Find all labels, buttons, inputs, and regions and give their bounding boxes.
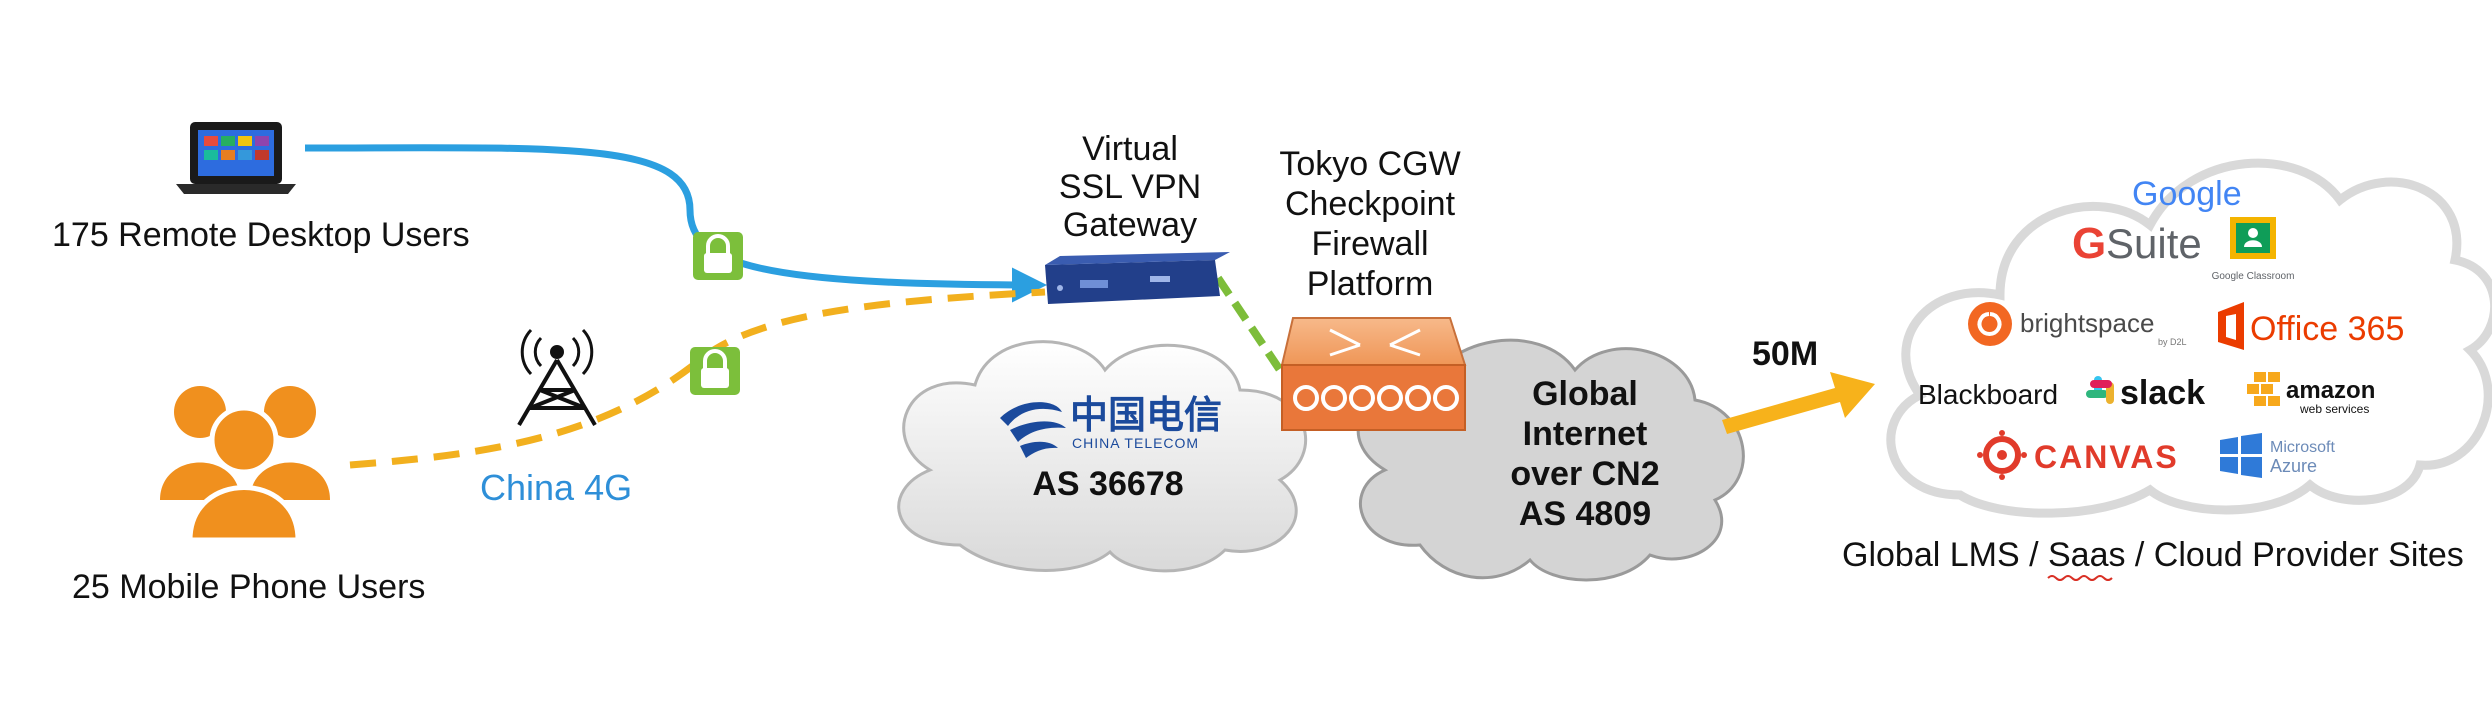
- google-logo-text: Google: [2132, 175, 2242, 213]
- aws-logo-icon: amazon web services: [2247, 372, 2375, 416]
- amazon-text: amazon: [2286, 377, 2375, 404]
- firewall-label-line2: Checkpoint: [1285, 185, 1456, 223]
- mobile-to-gateway-link: [349, 288, 1046, 469]
- brightspace-text: brightspace: [2020, 308, 2154, 338]
- canvas-text: CANVAS: [2034, 439, 2179, 475]
- vpn-gateway-label-line1: Virtual: [1082, 130, 1178, 168]
- desktop-to-gateway-link: [304, 144, 1047, 303]
- china-telecom-cloud: [897, 340, 1307, 573]
- azure-line2: Azure: [2270, 456, 2317, 476]
- cloud-sites-label: Global LMS / Saas / Cloud Provider Sites: [1842, 536, 2464, 574]
- internet-label-line1: Global: [1532, 375, 1638, 413]
- china-4g-label: China 4G: [480, 467, 632, 508]
- internet-label-line4: AS 4809: [1519, 495, 1651, 533]
- bandwidth-arrow: [1722, 372, 1875, 434]
- lock-icon: [693, 232, 743, 280]
- aws-sub-text: web services: [2299, 402, 2369, 416]
- china-telecom-logo-icon: [1000, 402, 1066, 458]
- slack-logo-icon: slack: [2086, 374, 2205, 412]
- g-suite-g: G: [2072, 219, 2106, 268]
- google-classroom-label: Google Classroom: [2212, 271, 2295, 282]
- users-group-icon: [160, 386, 330, 543]
- lock-icon: [690, 347, 740, 395]
- g-suite-logo-icon: G Suite: [2072, 219, 2202, 268]
- china-telecom-brand-en: CHINA TELECOM: [1072, 435, 1199, 451]
- china-telecom-brand-cn: 中国电信: [1070, 395, 1222, 437]
- cell-tower-icon: [517, 328, 597, 427]
- azure-line1: Microsoft: [2270, 439, 2335, 456]
- gateway-to-firewall-link: [1214, 275, 1294, 388]
- canvas-logo-icon: CANVAS: [1977, 430, 2179, 480]
- mobile-phone-users-label: 25 Mobile Phone Users: [72, 568, 425, 606]
- firewall-label-line1: Tokyo CGW: [1279, 145, 1460, 183]
- brightspace-logo-icon: brightspace by D2L: [1968, 302, 2187, 347]
- internet-label-line2: Internet: [1523, 415, 1648, 453]
- internet-label-line3: over CN2: [1510, 455, 1659, 493]
- slack-text: slack: [2120, 374, 2205, 412]
- vpn-gateway-device-icon: [1045, 252, 1230, 304]
- cloud-providers-cloud: [1886, 158, 2492, 518]
- office365-text: Office 365: [2250, 310, 2404, 348]
- spellcheck-underline: [2047, 575, 2113, 581]
- brightspace-sub: by D2L: [2158, 337, 2187, 347]
- vpn-gateway-label-line2: SSL VPN: [1059, 168, 1201, 206]
- google-classroom-icon: Google Classroom: [2212, 217, 2295, 282]
- office365-logo-icon: Office 365: [2218, 302, 2404, 350]
- laptop-icon: [176, 122, 296, 194]
- remote-desktop-users-label: 175 Remote Desktop Users: [52, 216, 470, 254]
- firewall-device-icon: [1280, 317, 1467, 431]
- vpn-gateway-label-line3: Gateway: [1063, 206, 1197, 244]
- firewall-label-line4: Platform: [1307, 265, 1434, 303]
- bandwidth-label: 50M: [1752, 335, 1818, 373]
- azure-logo-icon: Microsoft Azure: [2220, 433, 2335, 478]
- google-logo-icon: Google: [2132, 175, 2242, 213]
- firewall-label-line3: Firewall: [1311, 225, 1428, 263]
- g-suite-text: Suite: [2106, 220, 2202, 267]
- china-telecom-as-label: AS 36678: [1032, 465, 1183, 503]
- blackboard-logo-text: Blackboard: [1918, 379, 2058, 410]
